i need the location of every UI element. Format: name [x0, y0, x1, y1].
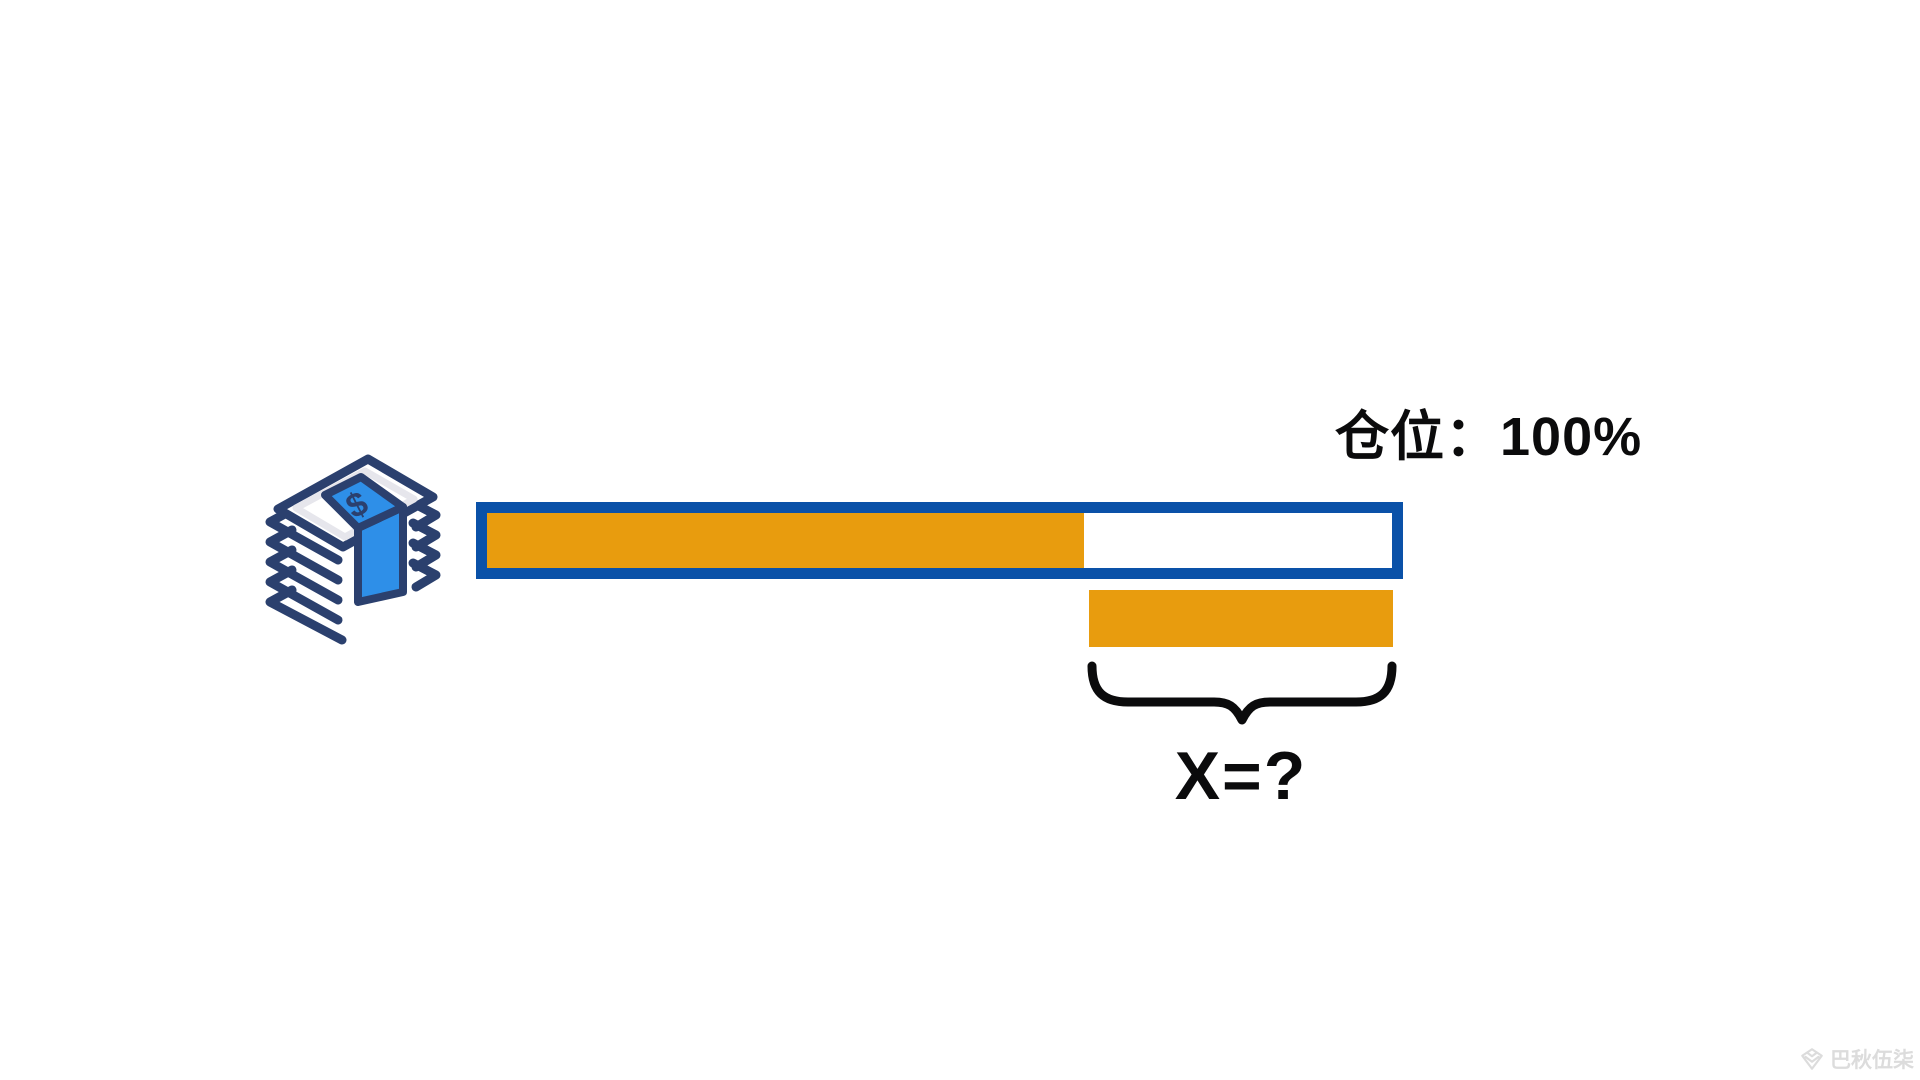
progress-bar-fill — [487, 513, 1085, 568]
position-label: 仓位：100% — [1335, 407, 1643, 467]
watermark-text: 巴秋伍柒 — [1830, 1049, 1914, 1072]
watermark: 巴秋伍柒 — [1799, 1044, 1914, 1074]
underbrace-icon — [1087, 661, 1397, 725]
unknown-segment-bar — [1089, 590, 1393, 647]
bill-stack-left-edges — [265, 505, 347, 645]
watermark-logo-icon — [1801, 1048, 1823, 1070]
progress-bar-track — [476, 502, 1403, 579]
bill-stack-right-edges — [408, 498, 441, 592]
money-band: $ — [321, 473, 407, 606]
unknown-value-label: X=? — [1174, 738, 1308, 814]
money-stack-icon: $ — [265, 454, 441, 645]
